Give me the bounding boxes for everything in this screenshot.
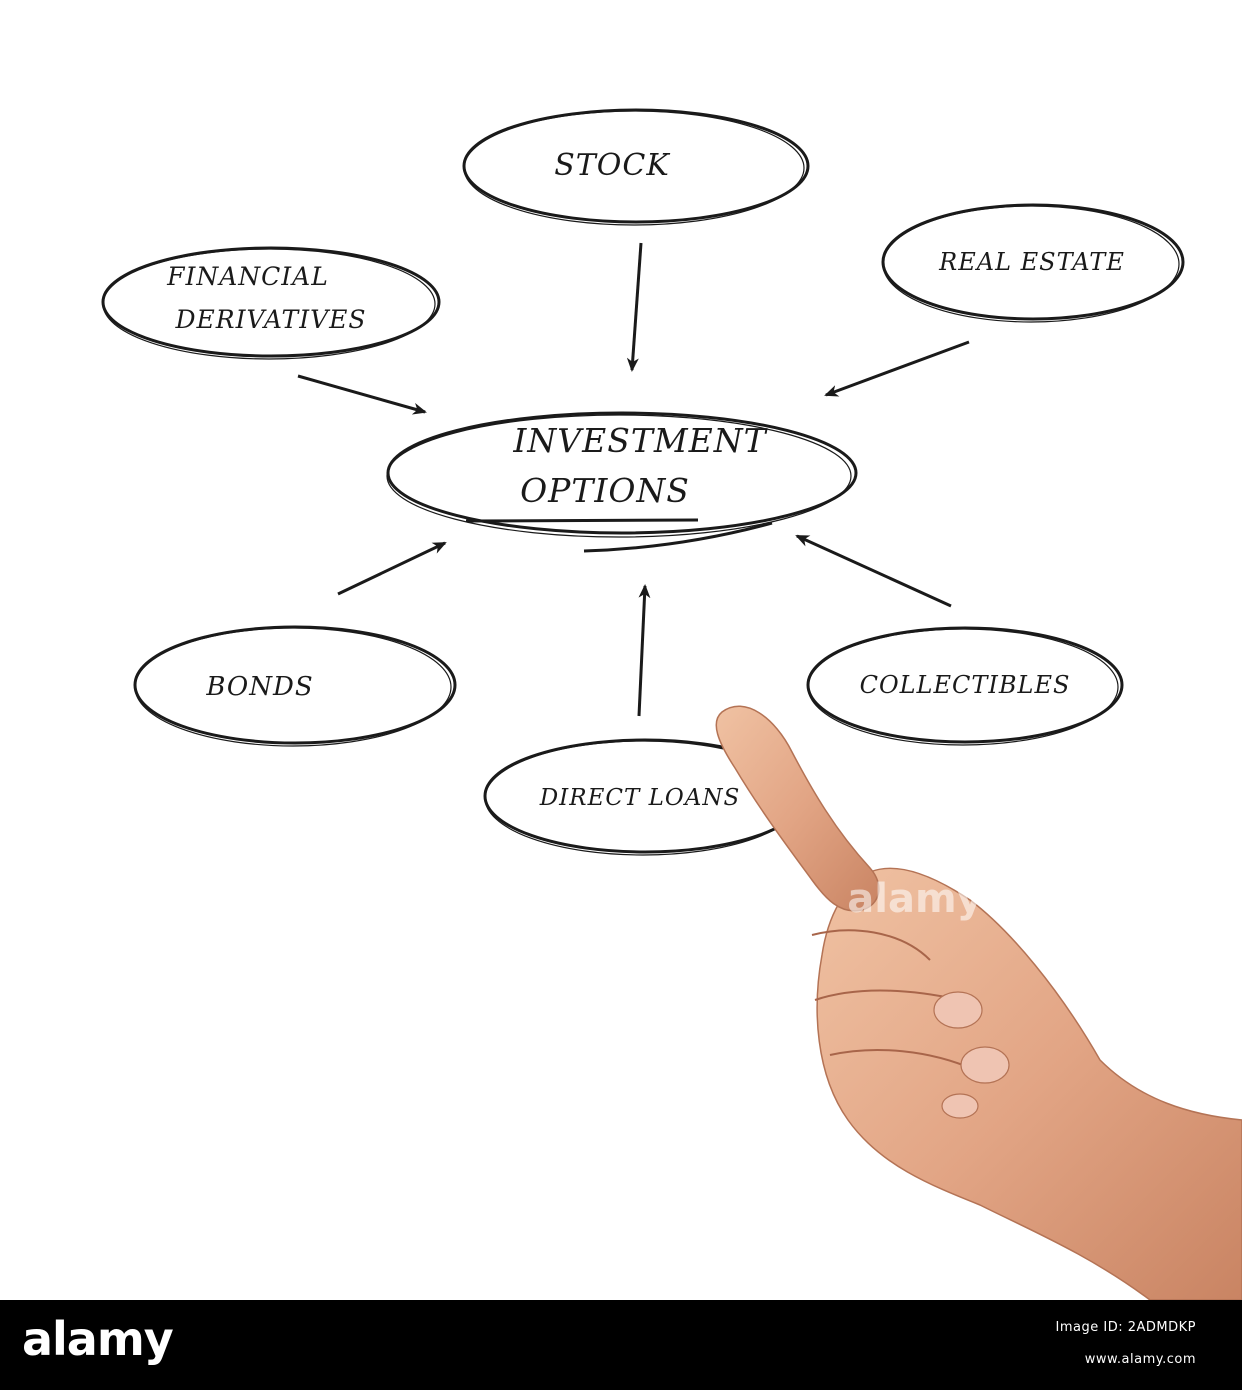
node-label-bonds: BONDS	[205, 672, 313, 702]
arrow-collectibles-to-center	[795, 534, 952, 608]
node-label-stock: STOCK	[554, 148, 670, 183]
node-label-direct-loans: DIRECT LOANS	[539, 785, 741, 811]
hand-index-finger	[715, 705, 880, 912]
underline-stroke	[465, 518, 699, 523]
image-id-label: Image ID: 2ADMDKP	[1055, 1320, 1196, 1335]
ellipse-outline-echo	[882, 205, 1180, 323]
ellipse-outline-echo	[134, 627, 452, 747]
investment-options-diagram: STOCK REAL ESTATE FINANCIAL DERIVATIVES …	[101, 108, 1242, 1300]
hand-knuckle-3	[829, 1049, 976, 1071]
center-label-options: OPTIONS	[520, 471, 690, 510]
arrow-financial-derivatives-to-center	[297, 374, 427, 415]
ellipse-outline-echo	[463, 110, 805, 226]
arrow-bonds-to-center	[337, 541, 447, 596]
hand-palm	[816, 867, 1242, 1300]
node-label-financial: FINANCIAL	[166, 262, 329, 291]
arrow-stock-to-center	[626, 242, 643, 372]
underline-stroke-2	[583, 521, 773, 553]
ellipse-outline-echo	[102, 248, 436, 360]
node-collectibles: COLLECTIBLES	[806, 626, 1124, 746]
hand-fingernail-3	[941, 1093, 979, 1119]
node-bonds: BONDS	[133, 625, 457, 747]
stock-footer-bar: alamy Image ID: 2ADMDKP www.alamy.com	[0, 1300, 1242, 1390]
hand-knuckle-1	[811, 929, 931, 961]
node-label-collectibles: COLLECTIBLES	[860, 671, 1071, 699]
node-label-derivatives: DERIVATIVES	[174, 305, 366, 334]
arrow-direct-loans-to-center	[637, 584, 651, 717]
hand-fingernail-2	[960, 1046, 1010, 1084]
pointing-hand-photo	[715, 705, 1242, 1300]
node-stock: STOCK	[462, 108, 810, 226]
ellipse-outline	[386, 411, 858, 535]
arrow-real-estate-to-center	[824, 340, 970, 397]
node-label-real-estate: REAL ESTATE	[938, 248, 1125, 276]
node-real-estate: REAL ESTATE	[881, 203, 1185, 323]
watermark: alamy	[847, 876, 982, 922]
center-label-investment: INVESTMENT	[512, 421, 768, 460]
node-financial-derivatives: FINANCIAL DERIVATIVES	[101, 246, 441, 360]
hand-fingernail-1	[933, 991, 983, 1029]
brand-logo: alamy	[22, 1312, 174, 1366]
ellipse-outline-echo	[807, 628, 1119, 746]
node-investment-options: INVESTMENT OPTIONS	[386, 411, 858, 553]
ellipse-outline-echo	[386, 414, 852, 538]
site-url: www.alamy.com	[1084, 1352, 1196, 1367]
